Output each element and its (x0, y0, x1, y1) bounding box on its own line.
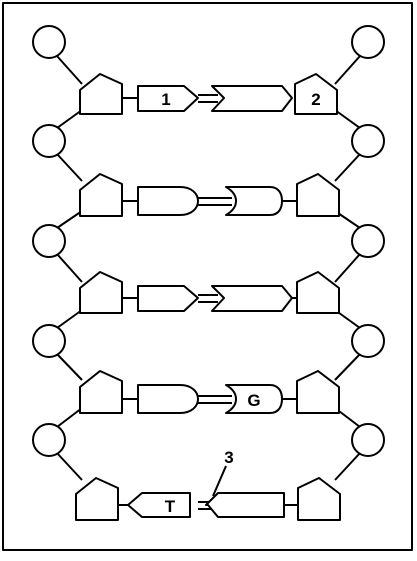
sugar-left-5 (75, 477, 119, 521)
base-right-row2 (225, 186, 283, 216)
phosphate-left-3 (32, 224, 66, 258)
right-phosphates (351, 25, 385, 457)
sugar-left-4 (79, 370, 123, 414)
label-3: 3 (224, 448, 233, 467)
hydrogen-bonds (198, 94, 232, 510)
base-left-row4 (137, 384, 199, 414)
sugar-left-2 (79, 173, 123, 217)
base-label-g: G (247, 391, 260, 410)
base-left-row5-t (127, 492, 191, 518)
left-sugars (75, 73, 123, 521)
phosphate-right-1 (351, 25, 385, 59)
base-left-row1 (137, 85, 199, 112)
phosphate-left-1 (32, 25, 66, 59)
label-1: 1 (161, 90, 170, 109)
left-phosphates (32, 25, 66, 457)
sugar-left-3 (79, 271, 123, 314)
label-3-pointer (212, 465, 227, 497)
phosphate-left-5 (32, 423, 66, 457)
label-2: 2 (311, 90, 320, 109)
left-backbone-lines (56, 55, 83, 481)
sugar-right-1 (294, 73, 338, 115)
phosphate-left-4 (32, 324, 66, 358)
right-sugars (294, 73, 341, 521)
sugar-right-5 (297, 477, 341, 521)
phosphate-left-2 (32, 124, 66, 158)
right-backbone-lines (334, 55, 361, 481)
base-label-t: T (165, 497, 176, 516)
sugar-right-3 (296, 271, 340, 314)
base-right-row5 (205, 492, 285, 518)
base-right-row1 (211, 85, 293, 112)
base-right-row3 (211, 285, 293, 312)
sugar-right-4 (296, 370, 340, 414)
sugar-left-1 (79, 73, 123, 115)
phosphate-right-2 (351, 124, 385, 158)
phosphate-right-3 (351, 224, 385, 258)
base-left-row2 (137, 186, 199, 216)
phosphate-right-5 (351, 423, 385, 457)
base-left-row3 (137, 285, 199, 312)
base-right-row4-g (225, 384, 283, 414)
phosphate-right-4 (351, 324, 385, 358)
sugar-right-2 (296, 173, 340, 217)
frame-border (2, 2, 413, 551)
